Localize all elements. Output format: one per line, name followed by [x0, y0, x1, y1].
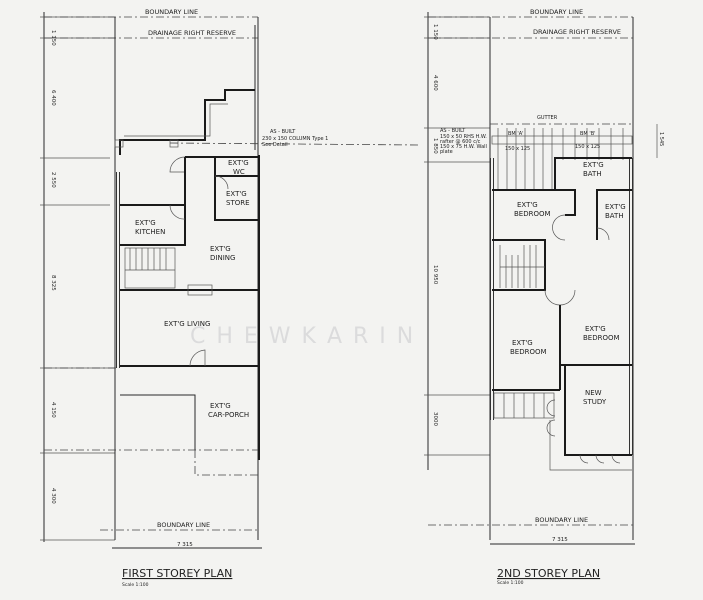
- room-label-bath: BATH: [605, 212, 624, 220]
- as-built-note: plate: [440, 149, 453, 155]
- boundary-label: BOUNDARY LINE: [157, 521, 210, 529]
- room-label-store: EXT'G: [226, 190, 247, 198]
- room-label-car-porch: EXT'G: [210, 402, 231, 410]
- as-built-note: 150 x 75 H.W. Wall: [440, 144, 487, 150]
- as-built-note: 150 x 50 RHS H.W.: [440, 134, 487, 140]
- staircase: [499, 245, 545, 288]
- dim-label: 1 150: [432, 24, 438, 40]
- beam-a-size: 150 x 125: [505, 146, 530, 152]
- first-storey-plan: 1 150 6 400 2 550 8 325 4 150 4 300 BOUN…: [40, 8, 421, 588]
- window-icon: [187, 284, 213, 296]
- dim-label: 6 400: [50, 90, 56, 106]
- dim-label: 2 550: [50, 172, 56, 188]
- beam-a-label: BM 'A': [508, 131, 524, 137]
- room-label-store: STORE: [226, 199, 250, 207]
- dim-label: 8 325: [50, 275, 56, 291]
- room-label-wc: WC: [233, 168, 245, 176]
- as-built-note: rafter @ 600 c/c: [440, 139, 481, 145]
- plan-scale: Scale 1:100: [122, 582, 149, 588]
- room-label-study: STUDY: [583, 398, 607, 406]
- width-dimension: 7 315: [177, 542, 193, 548]
- dim-label: 3000: [432, 412, 438, 426]
- room-label-bath: BATH: [583, 170, 602, 178]
- plan-title: FIRST STOREY PLAN: [122, 567, 232, 580]
- room-label-car-porch: CAR-PORCH: [208, 411, 249, 419]
- plan-scale: Scale 1:100: [497, 580, 524, 586]
- as-built-note: AS - BUILT: [270, 129, 296, 135]
- beam-b-size: 150 x 125: [575, 144, 600, 150]
- drainage-label: DRAINAGE RIGHT RESERVE: [533, 28, 621, 36]
- room-label-study: NEW: [585, 389, 602, 397]
- room-label-living: EXT'G LIVING: [164, 320, 210, 328]
- room-label-bedroom: BEDROOM: [514, 210, 551, 218]
- as-built-note: 230 x 150 COLUMN Type 1: [262, 136, 328, 142]
- width-dimension: 7 315: [552, 537, 568, 543]
- room-label-bedroom: BEDROOM: [510, 348, 547, 356]
- room-label-bath: EXT'G: [605, 203, 626, 211]
- boundary-label: BOUNDARY LINE: [530, 8, 583, 16]
- dim-label: 1 150: [50, 30, 56, 46]
- room-label-bedroom: BEDROOM: [583, 334, 620, 342]
- dim-label: 10 950: [432, 265, 438, 285]
- second-storey-plan: 1 150 4 600 1 850 10 950 3000 BOUNDARY L…: [424, 8, 664, 586]
- room-label-bedroom: EXT'G: [585, 325, 606, 333]
- room-label-kitchen: KITCHEN: [135, 228, 165, 236]
- dim-label: 1 850: [432, 138, 438, 154]
- boundary-label: BOUNDARY LINE: [145, 8, 198, 16]
- watermark: C H E W K A R I N: [190, 324, 415, 349]
- room-label-wc: EXT'G: [228, 159, 249, 167]
- gutter-label: GUTTER: [537, 115, 558, 121]
- drainage-label: DRAINAGE RIGHT RESERVE: [148, 29, 236, 37]
- room-label-bedroom: EXT'G: [517, 201, 538, 209]
- beam-b-label: BM 'B': [580, 131, 596, 137]
- room-label-dining: EXT'G: [210, 245, 231, 253]
- room-label-kitchen: EXT'G: [135, 219, 156, 227]
- staircase: [124, 247, 176, 289]
- as-built-note: AS - BUILT: [440, 128, 466, 134]
- balcony-railing: [493, 392, 632, 471]
- dim-label: 4 300: [50, 488, 56, 504]
- roof-rafters: [497, 128, 624, 190]
- dim-label: 4 600: [432, 75, 438, 91]
- side-dimension: 1 545: [658, 132, 664, 146]
- as-built-note: See Detail: [262, 142, 288, 148]
- room-label-bedroom: EXT'G: [512, 339, 533, 347]
- room-label-bath: EXT'G: [583, 161, 604, 169]
- rear-extension-wall: [119, 89, 255, 155]
- plan-title: 2ND STOREY PLAN: [497, 567, 600, 580]
- boundary-label: BOUNDARY LINE: [535, 516, 588, 524]
- room-label-dining: DINING: [210, 254, 235, 262]
- dim-label: 4 150: [50, 402, 56, 418]
